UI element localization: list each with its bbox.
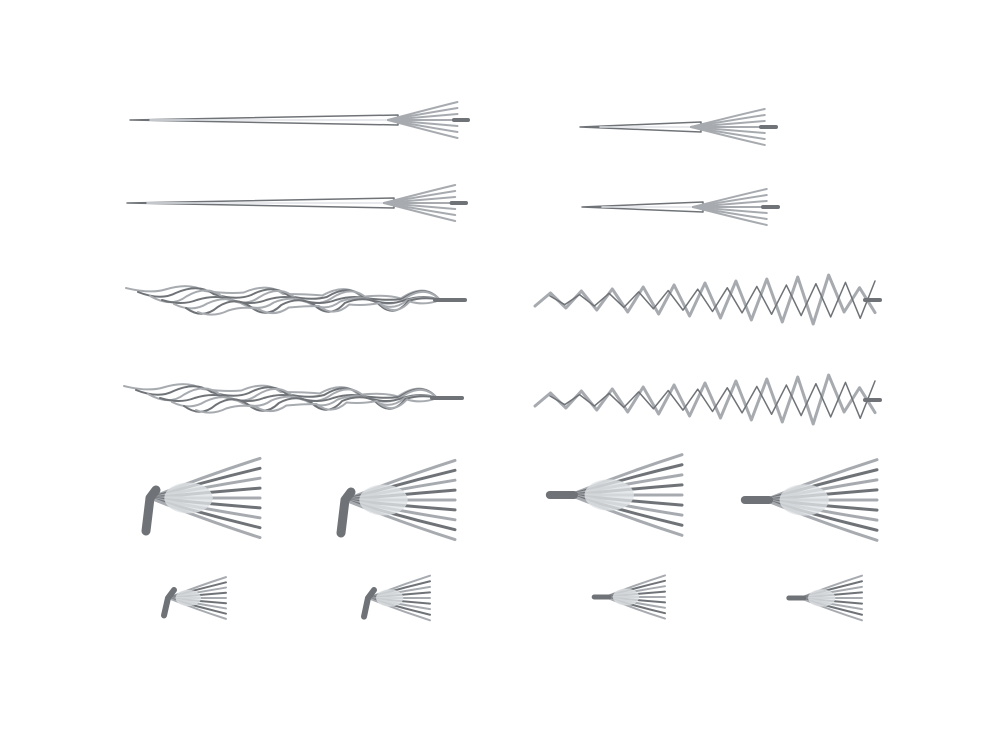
flame-part (125, 285, 467, 316)
long-spike-part (129, 101, 470, 139)
large-cone-burst-part (545, 453, 684, 537)
short-spike-part (581, 188, 780, 226)
long-spike-part (126, 184, 468, 222)
large-hand-burst-part (141, 456, 262, 540)
lightning-part (533, 273, 882, 326)
short-spike-part (579, 108, 778, 146)
small-cone-burst-part (786, 574, 863, 622)
flame-part (123, 383, 464, 414)
small-hand-burst-part (361, 574, 431, 622)
large-hand-burst-part (336, 458, 457, 542)
lightning-part (533, 373, 882, 426)
small-cone-burst-part (591, 574, 666, 620)
large-cone-burst-part (740, 458, 879, 542)
small-hand-burst-part (161, 576, 227, 620)
